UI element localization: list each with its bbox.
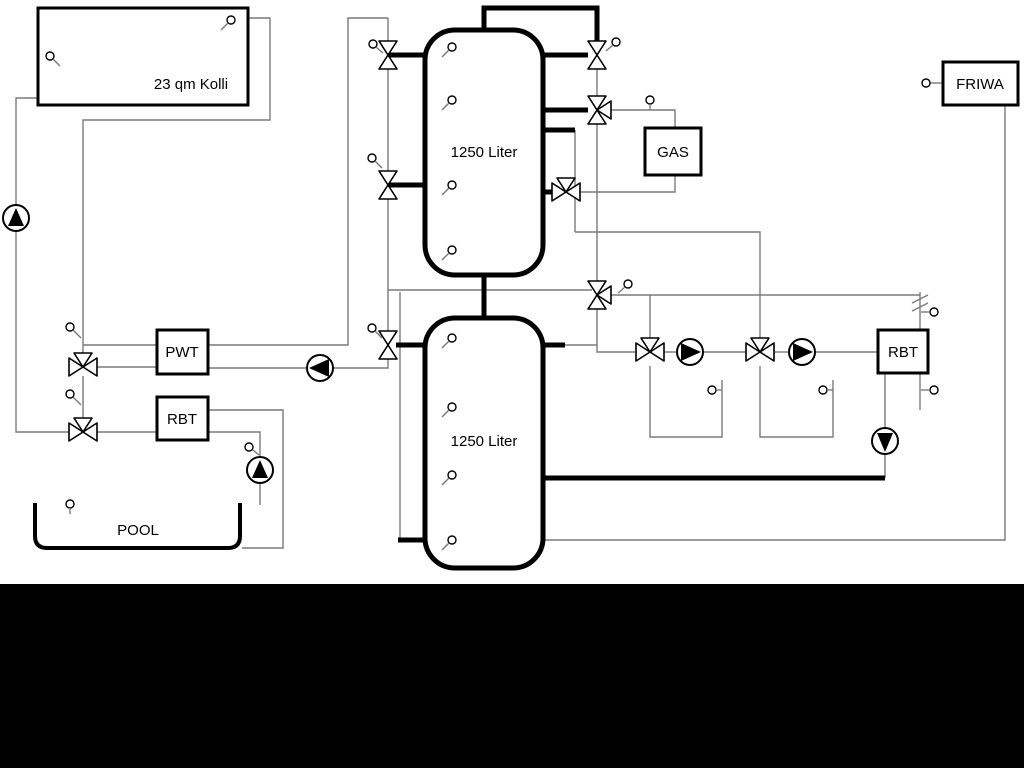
- sensor-icon: [367, 323, 383, 339]
- three-way-valve-icon: [68, 352, 98, 377]
- three-way-valve-icon: [587, 280, 612, 310]
- rbt-left-box: RBT: [155, 395, 210, 442]
- pump-pwt-icon: [306, 354, 334, 382]
- pool-label: POOL: [117, 522, 159, 539]
- tank-top-label: 1250 Liter: [451, 144, 518, 161]
- sensor-icon: [441, 535, 457, 551]
- three-way-valve-icon: [587, 95, 612, 125]
- sensor-icon: [921, 78, 931, 88]
- pipes-gray: [15, 17, 1006, 549]
- sensor-icon: [368, 39, 384, 54]
- sensor-icon: [818, 385, 833, 395]
- pwt-label: PWT: [165, 344, 198, 361]
- sensor-icon: [921, 307, 939, 317]
- pump-heating-1-icon: [676, 338, 704, 366]
- sensor-icon: [441, 245, 457, 261]
- three-way-valve-icon: [68, 417, 98, 442]
- sensors: [45, 15, 939, 551]
- rbt-left-label: RBT: [167, 411, 197, 428]
- valve-icon: [378, 330, 398, 360]
- sensor-icon: [65, 499, 75, 514]
- sensor-icon: [220, 15, 236, 31]
- sensor-icon: [441, 95, 457, 111]
- valve-icon: [378, 170, 398, 200]
- three-way-valve-icon: [551, 177, 581, 202]
- valve-icon: [378, 40, 398, 70]
- friwa-label: FRIWA: [956, 76, 1004, 93]
- sensor-icon: [45, 51, 61, 67]
- sensor-icon: [645, 95, 655, 110]
- sensor-icon: [617, 279, 633, 294]
- pump-solar-icon: [2, 204, 30, 232]
- sensor-icon: [441, 42, 457, 58]
- gas-label: GAS: [657, 144, 689, 161]
- sensor-icon: [367, 153, 383, 169]
- sensor-icon: [441, 402, 457, 418]
- pipe-break-tick: [911, 294, 929, 304]
- sensor-icon: [441, 333, 457, 349]
- pool: POOL: [33, 503, 242, 550]
- sensor-icon: [707, 385, 722, 395]
- sensor-icon: [605, 37, 621, 52]
- buffer-tank-bottom: 1250 Liter: [422, 315, 546, 571]
- collector-label: 23 qm Kolli: [154, 76, 228, 93]
- buffer-tank-top: 1250 Liter: [422, 27, 546, 278]
- sensor-icon: [65, 389, 82, 406]
- valve-icon: [587, 40, 607, 70]
- pump-heating-2-icon: [788, 338, 816, 366]
- solar-collector: 23 qm Kolli: [36, 6, 250, 107]
- pwt-heat-exchanger: PWT: [155, 328, 210, 376]
- sensor-icon: [441, 180, 457, 196]
- pump-rbt-icon: [871, 427, 899, 455]
- three-way-valve-icon: [745, 337, 775, 362]
- bottom-black-band: [0, 584, 1024, 768]
- sensor-icon: [441, 470, 457, 486]
- sensor-icon: [65, 322, 82, 339]
- friwa-station: FRIWA: [941, 60, 1020, 107]
- gas-boiler: GAS: [643, 126, 703, 177]
- three-way-valve-icon: [635, 337, 665, 362]
- pipe-break-tick: [911, 302, 929, 312]
- tank-bottom-label: 1250 Liter: [451, 433, 518, 450]
- sensor-icon: [921, 385, 939, 395]
- sensor-icon: [244, 442, 260, 456]
- pipes-thick: [388, 5, 885, 543]
- pump-pool-icon: [246, 456, 274, 484]
- rbt-right-label: RBT: [888, 344, 918, 361]
- rbt-right-box: RBT: [876, 328, 930, 375]
